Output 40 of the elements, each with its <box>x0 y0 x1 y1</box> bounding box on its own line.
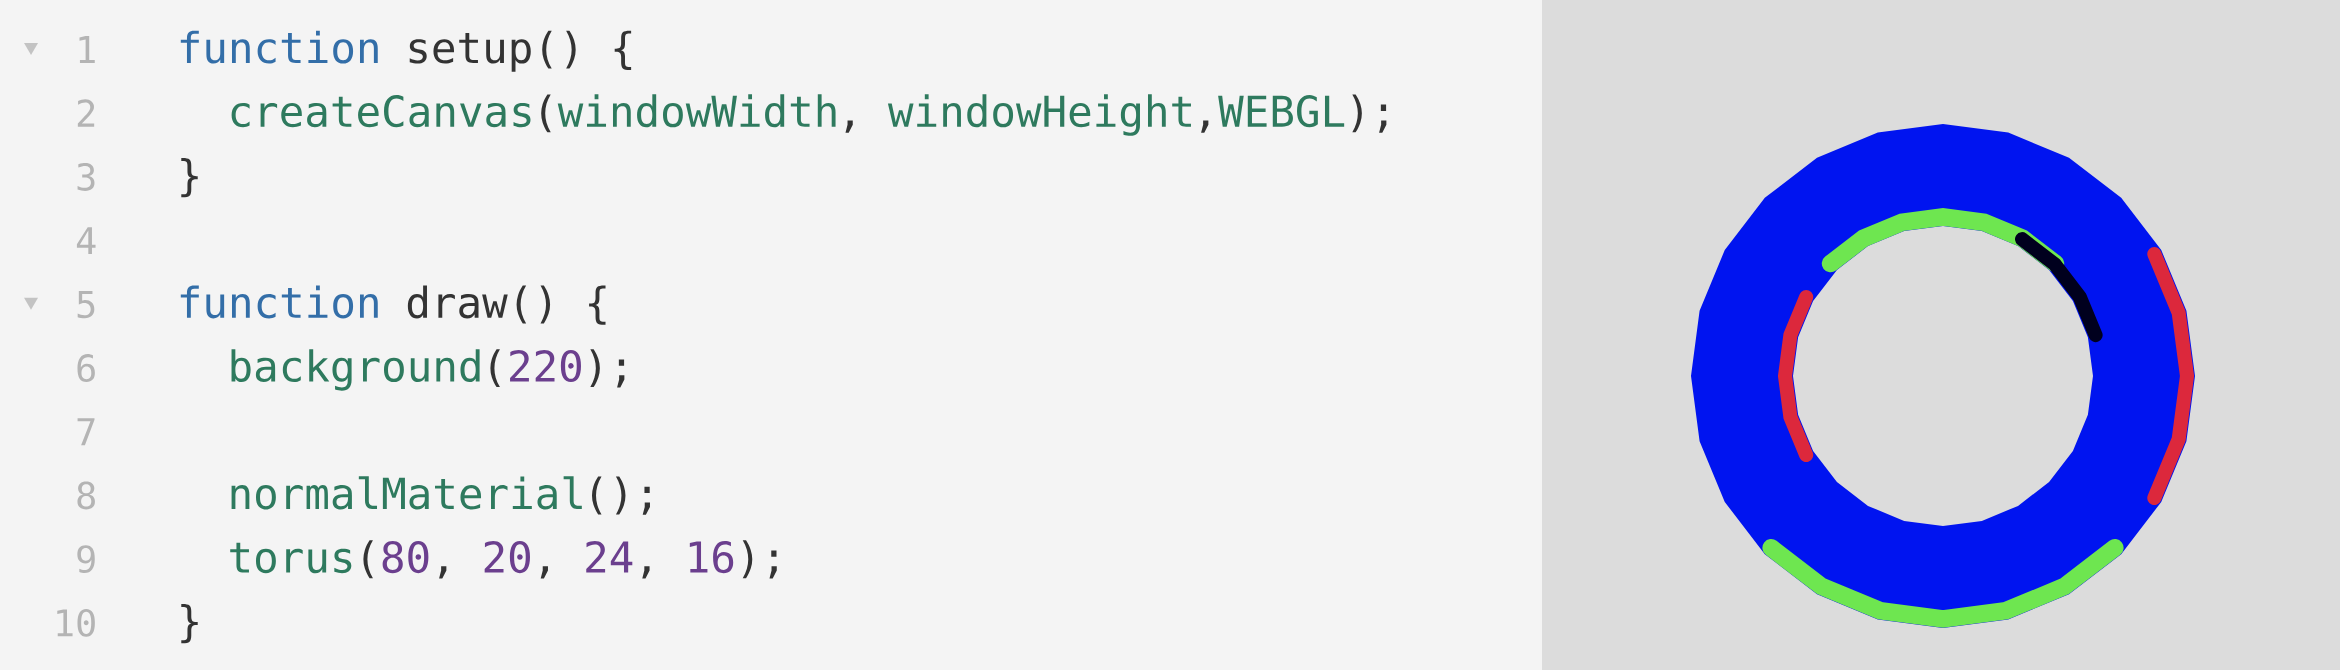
code-token: function <box>180 285 378 319</box>
code-token: WEBGL <box>1218 95 1345 128</box>
code-token: , <box>1201 120 1209 133</box>
code-token: ( <box>541 94 551 133</box>
line-number: 4 <box>76 227 96 255</box>
code-token: , <box>845 120 853 133</box>
code-token: 16 <box>689 541 734 574</box>
code-token: ); <box>742 540 777 579</box>
line-number: 5 <box>77 290 95 319</box>
code-token: function <box>180 30 378 64</box>
code-token: 20 <box>484 541 530 574</box>
code-token: ( <box>490 349 500 388</box>
code-token: , <box>642 566 650 579</box>
code-token: ); <box>590 349 625 388</box>
code-token: draw() { <box>407 285 606 325</box>
line-number: 6 <box>77 354 95 382</box>
code-token: } <box>181 603 198 644</box>
code-token: createCanvas <box>231 95 531 128</box>
code-token: 80 <box>382 541 429 574</box>
code-token: , <box>439 566 447 579</box>
code-token: background <box>231 349 480 391</box>
line-number: 2 <box>77 99 95 127</box>
code-token: 24 <box>586 541 633 573</box>
line-number: 3 <box>77 163 95 191</box>
line-number: 7 <box>77 418 95 446</box>
code-token: normalMaterial <box>231 476 582 510</box>
line-number: 1 <box>79 36 95 63</box>
line-number: 10 <box>57 608 95 637</box>
code-token: ( <box>363 540 373 579</box>
code-token: 220 <box>510 349 581 383</box>
code-token: ); <box>1352 94 1387 133</box>
code-token: torus <box>230 542 352 574</box>
line-number: 8 <box>77 481 95 510</box>
code-token: windowHeight <box>887 94 1191 136</box>
code-token: setup() { <box>409 30 632 72</box>
code-token: (); <box>592 476 650 515</box>
code-token: , <box>540 566 548 579</box>
code-token: windowWidth <box>557 94 836 128</box>
line-number: 9 <box>77 545 95 574</box>
code-token: } <box>181 158 198 198</box>
